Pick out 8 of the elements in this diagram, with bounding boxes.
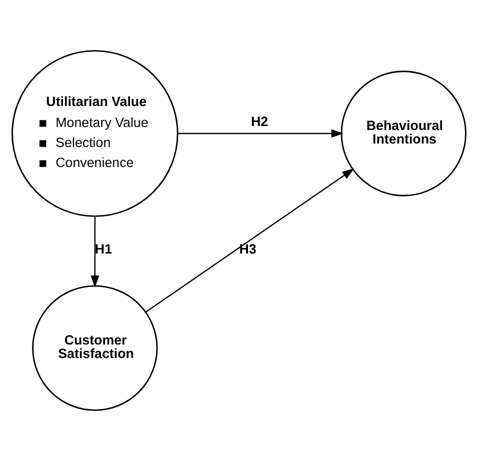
edge-label: H3 bbox=[239, 242, 256, 257]
arrow bbox=[90, 216, 100, 288]
edge-label: H1 bbox=[94, 242, 112, 257]
node-circle: Utilitarian Value Monetary Value Selection Convenience bbox=[12, 50, 178, 217]
arrow bbox=[178, 129, 344, 138]
edge-label: H2 bbox=[250, 114, 268, 130]
arrow bbox=[145, 168, 354, 313]
node-circle: Customer Satisfaction bbox=[32, 285, 158, 411]
